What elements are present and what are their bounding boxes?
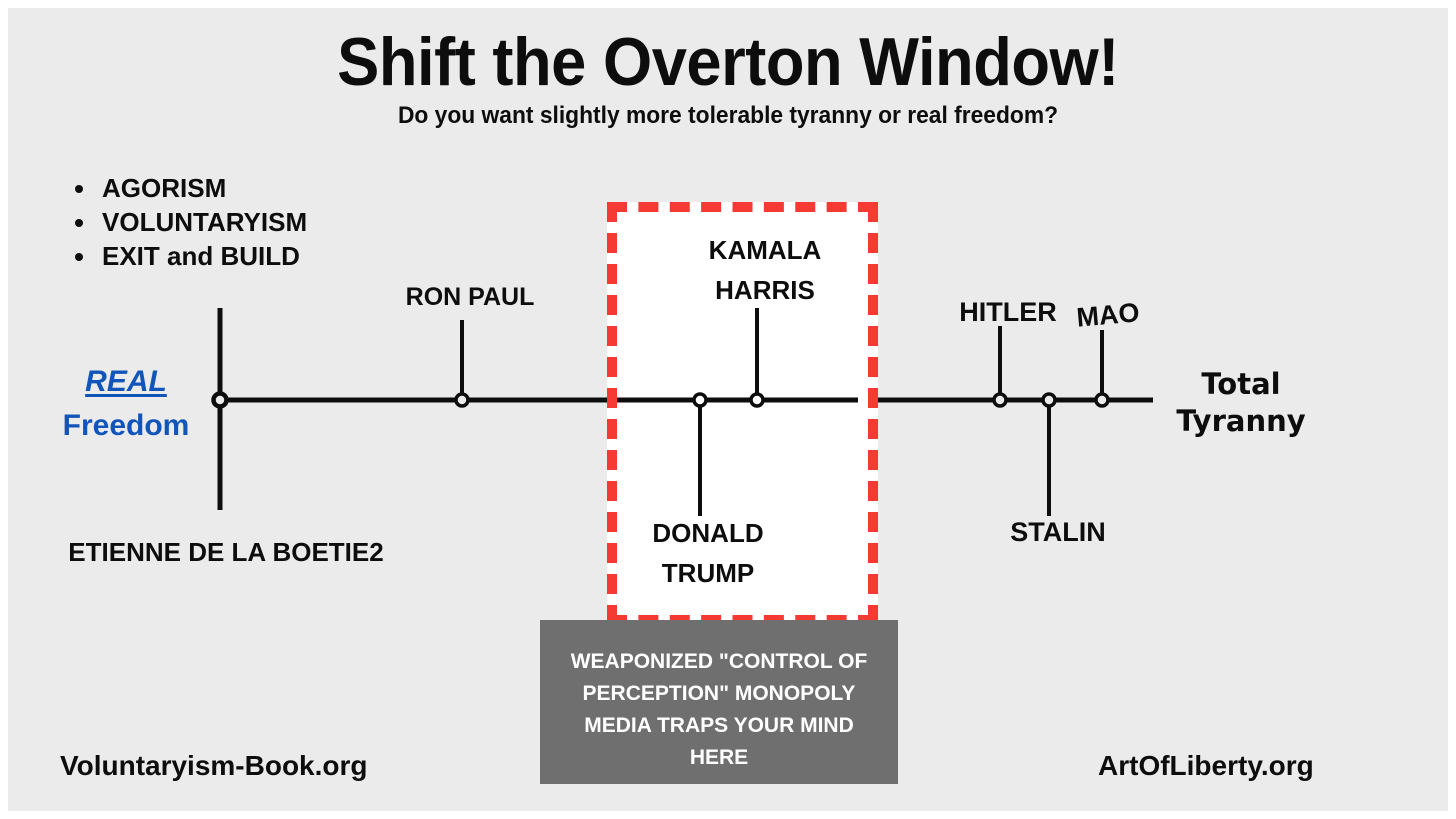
node-label-stalin: STALIN xyxy=(1010,517,1106,547)
node-label-kamala-harris: KAMALA HARRIS xyxy=(708,235,822,305)
footer-link-art-of-liberty[interactable]: ArtOfLiberty.org xyxy=(1098,750,1314,781)
node-stalin xyxy=(1041,392,1057,408)
node-label-hitler: HITLER xyxy=(959,297,1057,327)
node-label-mao: MAO xyxy=(1075,297,1141,333)
page-subtitle: Do you want slightly more tolerable tyra… xyxy=(397,102,1059,129)
node-mao xyxy=(1094,392,1110,408)
page-title: Shift the Overton Window! xyxy=(337,24,1119,100)
alternatives-list: AGORISM VOLUNTARYISM EXIT and BUILD xyxy=(70,171,307,273)
node-ron-paul xyxy=(454,392,470,408)
axis-label-total-tyranny: Total Tyranny xyxy=(1176,367,1306,438)
footer-link-voluntaryism-book[interactable]: Voluntaryism-Book.org xyxy=(60,750,368,781)
axis-label-real: REAL xyxy=(85,365,167,398)
node-hitler xyxy=(992,392,1008,408)
overton-window-box xyxy=(607,202,878,625)
media-warning-box: WEAPONIZED "CONTROL OF PERCEPTION" MONOP… xyxy=(540,620,898,784)
node-label-ron-paul: RON PAUL xyxy=(405,283,535,311)
axis-label-freedom: Freedom xyxy=(62,409,190,442)
slide-canvas: Shift the Overton Window! Do you want sl… xyxy=(8,8,1448,811)
node-label-etienne-de-la-boetie2: ETIENNE DE LA BOETIE2 xyxy=(68,537,384,567)
list-item: EXIT and BUILD xyxy=(98,239,307,273)
list-item: AGORISM xyxy=(98,171,307,205)
list-item: VOLUNTARYISM xyxy=(98,205,307,239)
node-label-donald-trump: DONALD TRUMP xyxy=(652,518,764,588)
axis-label-real-freedom: REAL Freedom xyxy=(28,360,224,448)
